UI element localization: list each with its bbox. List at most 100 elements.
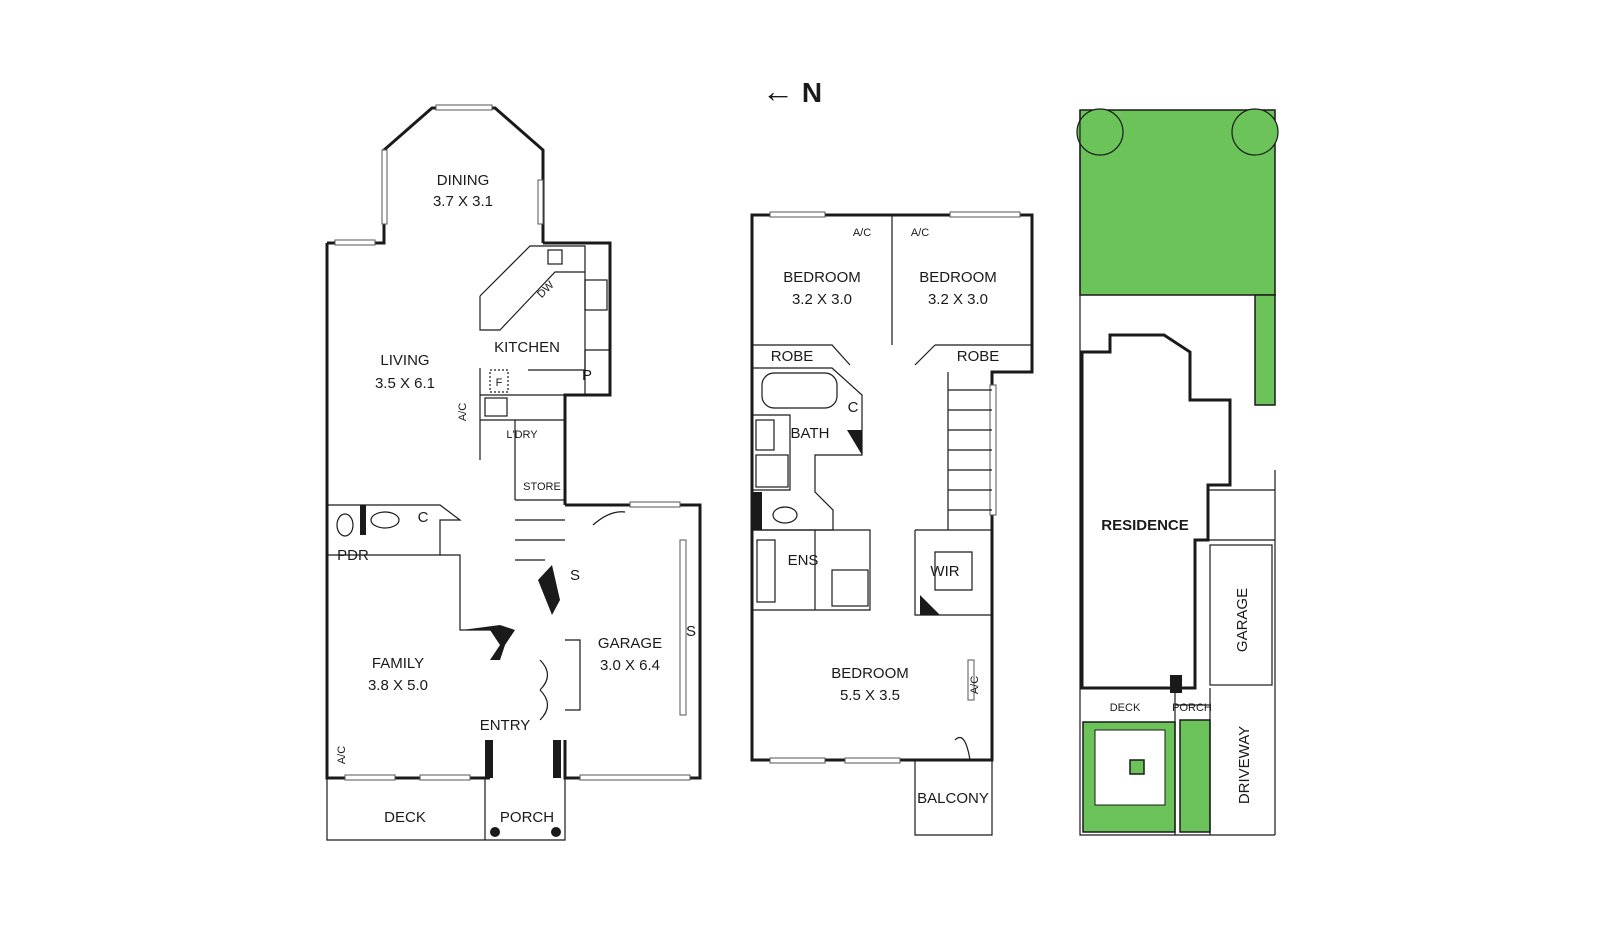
fridge-label: F [496,377,503,389]
basin-icon [755,419,775,451]
kitchen-bench-inner [479,271,585,331]
basin-icon [756,539,776,603]
bedroom-window [769,757,826,764]
balcony-door-swing [954,736,971,761]
residence-outline [1080,333,1232,690]
laundry-label: L'DRY [506,429,538,441]
sink-icon [547,249,563,265]
robe-label: ROBE [957,348,1000,365]
ac-unit [967,659,975,701]
room-name-kitchen: KITCHEN [494,339,560,356]
dining-window [381,149,388,225]
ac-label: A/C [969,676,981,694]
tree-icon [1231,108,1279,156]
bedroom-window [949,211,1021,218]
toilet-icon [772,506,798,524]
bath-fixture-walls [752,414,791,491]
room-dims-garage: 3.0 X 6.4 [600,657,660,674]
family-window [344,774,396,781]
pdr-label: PDR [337,547,369,564]
balcony-outline [914,760,993,836]
ground-west-wall [325,243,490,780]
ensuite-label: ENS [788,552,819,569]
pantry-wall [584,349,610,395]
first-floor-plan: BEDROOM 3.2 X 3.0 BEDROOM 3.2 X 3.0 BEDR… [750,211,1034,836]
entry-label: ENTRY [480,717,531,734]
bath-label: BATH [791,425,830,442]
garage-door [579,774,691,781]
dining-window [435,104,493,111]
wall-solid [847,430,862,455]
ac-label: A/C [457,403,469,421]
site-garage-outline [1209,544,1273,686]
basin-icon [370,511,400,529]
pdr-wall-solid [360,505,366,535]
compass-north-label: N [802,77,822,108]
shrub-icon [1129,759,1145,775]
porch-lines [1208,489,1275,541]
pdr-walls [327,504,462,556]
deck-label: DECK [384,809,426,826]
compass: ← N [762,73,822,109]
first-floor-outline [750,213,1034,762]
ensuite-walls [752,529,871,611]
site-plan: RESIDENCE GARAGE DECK PORCH DRIVEWAY [1076,108,1279,836]
wir-label: WIR [930,563,959,580]
bedroom-window [844,757,901,764]
ground-floor-plan: DINING 3.7 X 3.1 LIVING 3.5 X 6.1 KITCHE… [325,104,702,841]
store-label: STORE [523,481,561,493]
stairs [947,372,992,530]
family-window [419,774,471,781]
north-arrow-icon: ← [762,73,794,109]
bedroom-walls [752,215,1032,366]
garage-shelf-label: S [686,623,696,640]
porch-post [551,827,561,837]
path-garden [1179,719,1211,833]
balcony-label: BALCONY [917,790,989,807]
room-name-garage: GARAGE [598,635,662,652]
porch-column-solid [485,740,493,778]
laundry-walls [479,368,566,505]
cooktop-icon [584,279,608,311]
driveway-label: DRIVEWAY [1236,726,1253,804]
bedroom-window [769,211,826,218]
family-partition [440,554,505,631]
pantry-label: P [582,367,592,384]
kitchen-east-wall [543,241,612,505]
room-dims-bedroom-1: 3.2 X 3.0 [792,291,852,308]
entry-door [565,639,581,711]
garage-shelf [679,539,687,716]
porch-path [1174,688,1211,835]
room-dims-dining: 3.7 X 3.1 [433,193,493,210]
tree-icon [1076,108,1124,156]
wall-solid [752,492,762,530]
site-deck-label: DECK [1110,702,1141,714]
ac-label: A/C [853,227,871,239]
garage-window [629,501,681,508]
room-dims-living: 3.5 X 6.1 [375,375,435,392]
family-ac-label: A/C [336,746,348,764]
bathtub-icon [761,372,838,409]
entry-door-swing [539,659,549,721]
room-dims-bedroom-2: 3.2 X 3.0 [928,291,988,308]
dining-window [537,179,544,225]
room-dims-bedroom-3: 5.5 X 3.5 [840,687,900,704]
room-name-bedroom-1: BEDROOM [783,269,861,286]
wall-solid [1170,675,1182,693]
site-garage-label: GARAGE [1234,588,1251,652]
wir-walls [914,529,992,616]
room-name-living: LIVING [380,352,429,369]
room-dims-family: 3.8 X 5.0 [368,677,428,694]
dining-bay-wall [327,106,545,245]
wall-solid [920,595,940,615]
toilet-icon [336,513,354,537]
ac-label: A/C [911,227,929,239]
room-name-dining: DINING [437,172,490,189]
column-solid [538,565,560,615]
porch-post [490,827,500,837]
kitchen-bench [479,245,586,371]
room-name-family: FAMILY [372,655,424,672]
room-name-bedroom-3: BEDROOM [831,665,909,682]
shower-icon [755,454,789,488]
